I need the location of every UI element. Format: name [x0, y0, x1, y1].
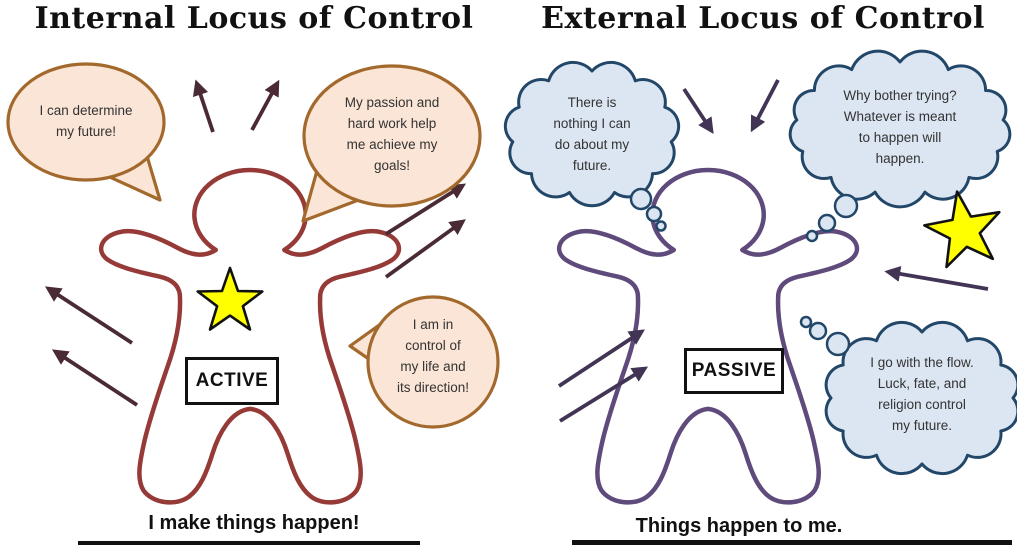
thought-cloud-3 [824, 320, 1017, 476]
outward-arrow-5 [44, 286, 134, 345]
thought-cloud-text-1: There is nothing I can do about my futur… [553, 95, 631, 173]
star-icon-left [196, 266, 264, 331]
thought-cloud-text-2: Why bother trying? Whatever is meant to … [843, 88, 957, 166]
outward-arrow-6 [51, 349, 139, 407]
internal-figure [101, 170, 399, 502]
left-caption: I make things happen! [148, 512, 360, 534]
inward-arrow-3 [884, 266, 989, 291]
external-figure [559, 170, 857, 502]
inward-arrow-4 [557, 329, 645, 388]
thought-cloud-1-tail-bubble-3 [655, 220, 667, 232]
thought-cloud-1-tail-bubble-2 [645, 205, 663, 223]
right-caption-underline [572, 540, 1012, 545]
thought-cloud-3-tail-bubble-2 [808, 321, 828, 341]
speech-bubble-3 [366, 295, 500, 429]
right-title: External Locus of Control [541, 1, 985, 36]
inward-arrow-5 [558, 366, 649, 423]
outward-arrow-2 [250, 79, 280, 131]
active-label: ACTIVE [185, 357, 279, 405]
thought-cloud-2-tail-bubble-3 [805, 229, 819, 243]
speech-bubble-3-tail [348, 323, 381, 360]
passive-label: PASSIVE [684, 348, 784, 394]
outward-arrow-4 [384, 219, 466, 279]
speech-bubble-1 [6, 62, 166, 182]
inward-arrow-2 [750, 79, 780, 133]
speech-bubble-2 [302, 64, 482, 208]
thought-cloud-2-tail-bubble-2 [817, 213, 837, 233]
thought-cloud-1-tail-bubble-1 [629, 187, 653, 211]
outward-arrow-3 [384, 183, 467, 236]
thought-cloud-2 [788, 49, 1012, 209]
speech-bubble-text-1: I can determine my future! [39, 103, 133, 139]
thought-cloud-3-tail-bubble-1 [825, 331, 851, 357]
outward-arrow-1 [192, 79, 215, 133]
speech-bubble-2-tail [301, 171, 359, 223]
star-icon-right [923, 190, 1001, 269]
speech-bubble-text-2: My passion and hard work help me achieve… [344, 95, 440, 173]
thought-cloud-3-tail-bubble-3 [799, 315, 813, 329]
inward-arrow-1 [682, 87, 714, 134]
speech-bubble-1-tail [109, 157, 162, 202]
left-title: Internal Locus of Control [34, 1, 474, 36]
thought-cloud-1 [503, 60, 681, 208]
speech-bubble-text-3: I am in control of my life and its direc… [396, 317, 470, 395]
thought-cloud-text-3: I go with the flow. Luck, fate, and reli… [870, 355, 974, 433]
left-caption-underline [78, 541, 420, 545]
right-caption: Things happen to me. [635, 515, 843, 537]
thought-cloud-2-tail-bubble-1 [833, 193, 859, 219]
